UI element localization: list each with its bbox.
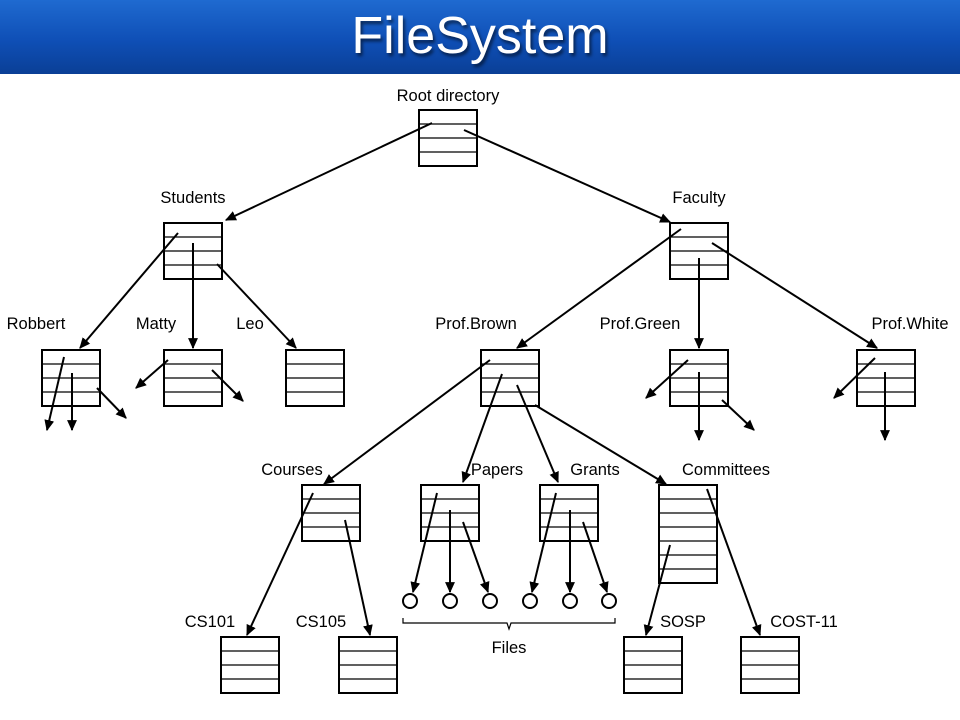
dir-box-root: [418, 109, 478, 167]
file-circle: [482, 593, 498, 609]
dir-box-matty: [163, 349, 223, 407]
node-label-prof-brown: Prof.Brown: [435, 315, 517, 333]
file-circle: [402, 593, 418, 609]
file-circle: [442, 593, 458, 609]
file-circle: [601, 593, 617, 609]
dir-box-cs105: [338, 636, 398, 694]
file-circles: [402, 593, 617, 609]
node-label-leo: Leo: [236, 315, 264, 333]
dir-box-sosp: [623, 636, 683, 694]
node-label-courses: Courses: [261, 461, 322, 479]
dir-box-courses: [301, 484, 361, 542]
node-label-prof-green: Prof.Green: [600, 315, 681, 333]
files-label: Files: [492, 639, 527, 657]
node-label-students: Students: [160, 189, 225, 207]
node-label-prof-white: Prof.White: [871, 315, 948, 333]
node-label-robbert: Robbert: [7, 315, 66, 333]
node-label-sosp: SOSP: [660, 613, 706, 631]
file-circle: [522, 593, 538, 609]
dir-box-leo: [285, 349, 345, 407]
page-title: FileSystem: [351, 7, 609, 65]
dir-box-prof-brown: [480, 349, 540, 407]
node-label-grants: Grants: [570, 461, 620, 479]
node-label-cost11: COST-11: [770, 613, 838, 631]
node-label-papers: Papers: [471, 461, 523, 479]
node-label-cs105: CS105: [296, 613, 346, 631]
node-label-faculty: Faculty: [672, 189, 726, 207]
node-label-committees: Committees: [682, 461, 770, 479]
dir-box-cost11: [740, 636, 800, 694]
node-label-root: Root directory: [397, 87, 500, 105]
node-label-cs101: CS101: [185, 613, 235, 631]
title-bar: FileSystem: [0, 0, 960, 74]
dir-box-cs101: [220, 636, 280, 694]
file-circle: [562, 593, 578, 609]
files-brace: [402, 618, 616, 631]
tree-arrows: [44, 122, 890, 637]
dir-box-committees: [658, 484, 718, 584]
node-label-matty: Matty: [136, 315, 177, 333]
